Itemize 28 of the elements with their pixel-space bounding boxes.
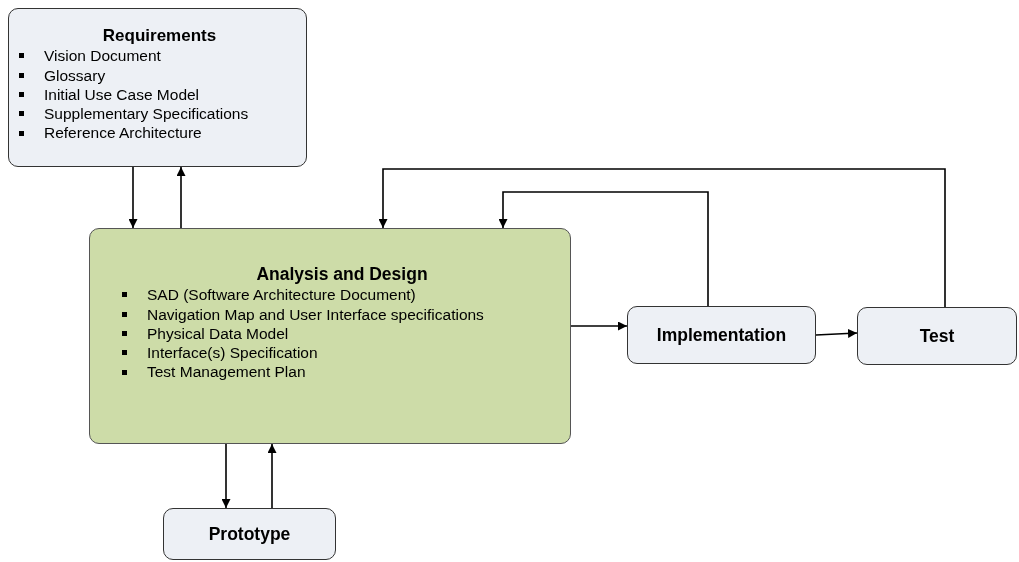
list-item: SAD (Software Architecture Document): [147, 285, 416, 305]
arrow: [267, 443, 277, 509]
arrow: [176, 166, 186, 229]
list-item: Test Management Plan: [147, 362, 306, 382]
requirements-box: [8, 8, 307, 167]
arrow: [570, 321, 628, 331]
implementation-box: [627, 306, 816, 364]
list-item: Supplementary Specifications: [44, 104, 249, 124]
box-heading: Requirements: [102, 26, 217, 47]
list-item: Vision Document: [44, 46, 161, 66]
list-item: Reference Architecture: [44, 123, 202, 143]
list-item: Interface(s) Specification: [147, 343, 318, 363]
list-item: Navigation Map and User Interface specifications: [147, 304, 484, 324]
box-heading: Implementation: [656, 324, 787, 346]
list-item: Physical Data Model: [147, 323, 289, 344]
box-heading: Prototype: [208, 523, 291, 545]
test-box: [857, 307, 1017, 365]
box-heading: Test: [919, 325, 955, 347]
arrow: [378, 168, 946, 308]
prototype-box: [163, 508, 336, 560]
box-heading: Analysis and Design: [256, 264, 428, 286]
analysis-design-box: [89, 228, 571, 444]
list-item: Initial Use Case Model: [44, 84, 200, 105]
arrow: [815, 328, 858, 338]
arrow: [128, 166, 138, 229]
arrow: [221, 443, 231, 509]
arrow: [498, 191, 709, 307]
list-item: Glossary: [44, 65, 106, 85]
